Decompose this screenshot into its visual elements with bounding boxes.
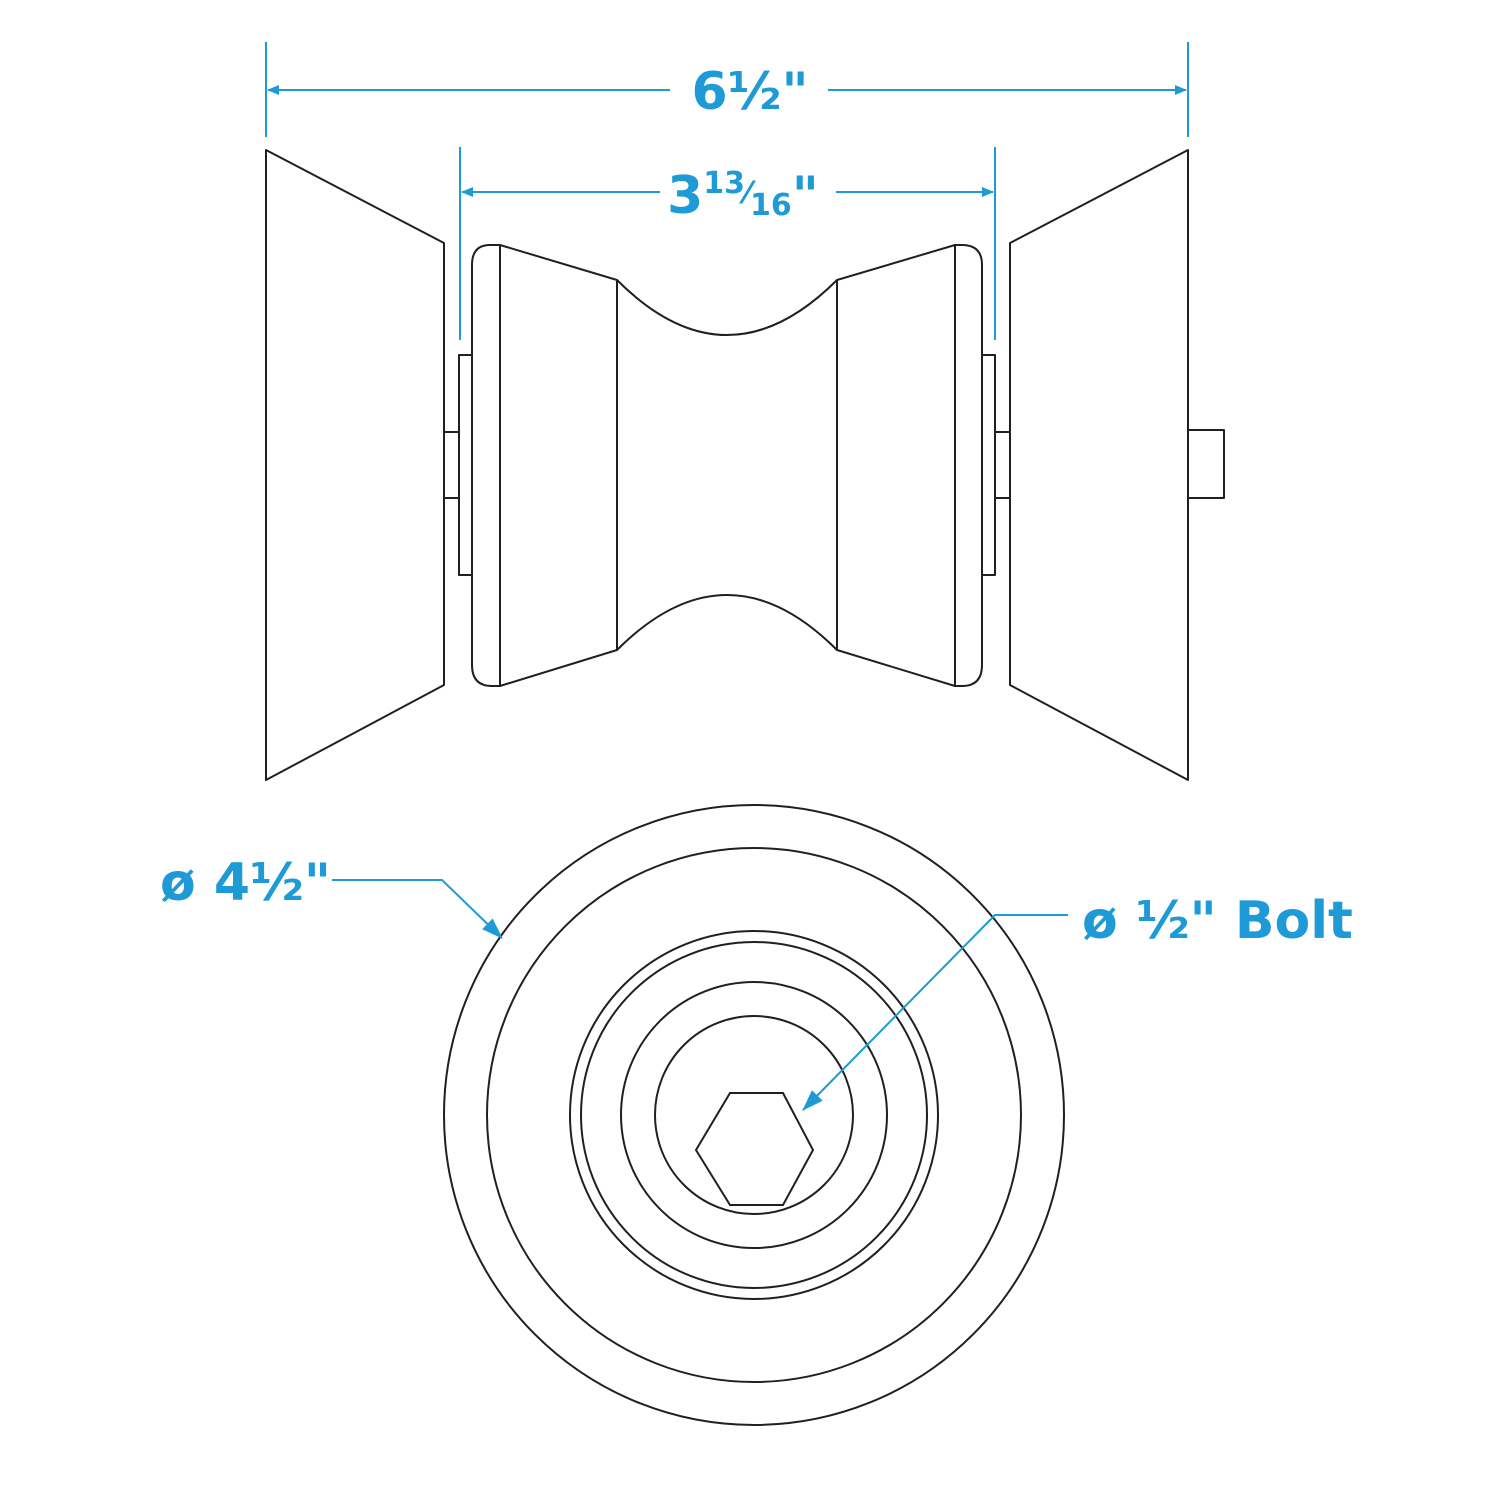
outer-diameter-leader [332, 879, 503, 939]
overall-width-label: 6½" [691, 62, 808, 122]
spool-body [499, 244, 956, 687]
outer-diameter-callout: ø 4½" [160, 853, 503, 939]
bolt-end [1187, 429, 1225, 499]
right-spacer [994, 431, 1011, 499]
hex-socket-icon [694, 1092, 815, 1206]
bolt-head-circle [654, 1015, 854, 1215]
spacer-circle [620, 981, 888, 1249]
side-view [265, 149, 1225, 781]
left-spacer [443, 431, 460, 499]
left-washer [458, 354, 473, 576]
right-washer [981, 354, 996, 576]
bolt-callout: ø ½" Bolt [802, 891, 1353, 1111]
washer-circle [580, 941, 928, 1289]
flange-circle [486, 847, 1022, 1383]
bolt-label: ø ½" Bolt [1082, 891, 1353, 951]
inner-width-dimension: 313⁄16" [459, 147, 996, 340]
outer-diameter-label: ø 4½" [160, 853, 331, 913]
left-flange-rim [471, 244, 501, 687]
right-end-cone [1009, 149, 1189, 781]
center-spool [471, 244, 983, 687]
right-flange-rim [954, 244, 983, 687]
inner-width-label: 313⁄16" [667, 166, 819, 226]
overall-width-dimension: 6½" [265, 42, 1189, 137]
bolt-leader [802, 914, 1068, 1111]
left-end-cone [265, 149, 445, 781]
end-view [443, 804, 1065, 1426]
outer-rim-circle [443, 804, 1065, 1426]
spool-circle [569, 930, 939, 1300]
